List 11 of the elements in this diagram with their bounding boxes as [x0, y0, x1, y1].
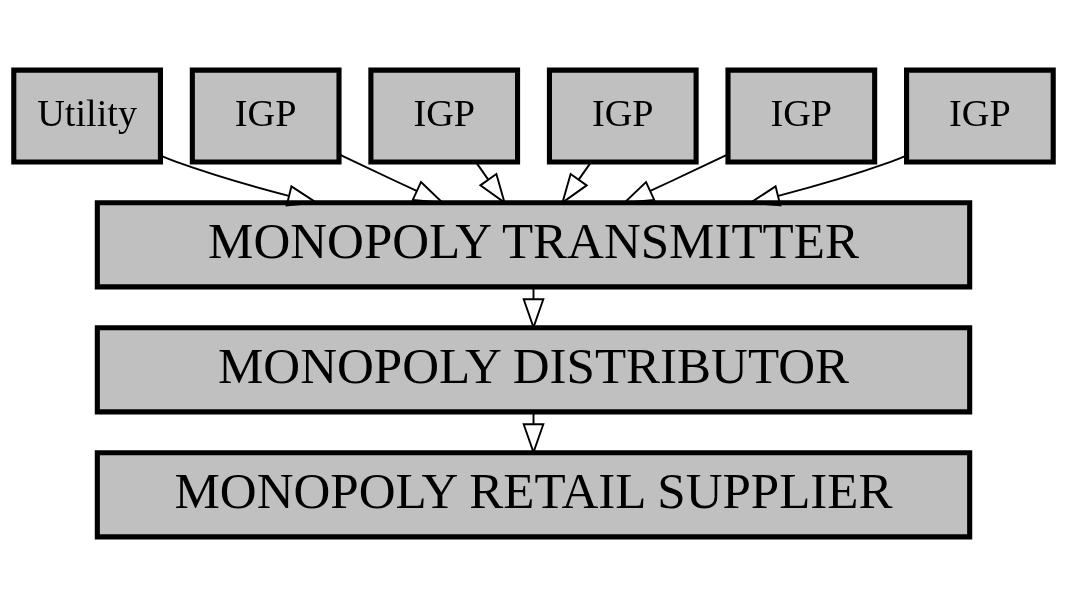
- arrow: [338, 152, 445, 204]
- arrow: [622, 152, 729, 204]
- node-box: IGP: [725, 67, 878, 164]
- node-box: IGP: [546, 67, 699, 164]
- node-box: IGP: [189, 67, 342, 164]
- node-box: IGP: [904, 67, 1056, 164]
- node-box: IGP: [368, 67, 521, 164]
- node-box: Utility: [11, 67, 163, 164]
- node-box: MONOPOLY DISTRIBUTOR: [94, 324, 973, 414]
- node-box: MONOPOLY TRANSMITTER: [94, 199, 973, 289]
- node-box: MONOPOLY RETAIL SUPPLIER: [94, 449, 973, 539]
